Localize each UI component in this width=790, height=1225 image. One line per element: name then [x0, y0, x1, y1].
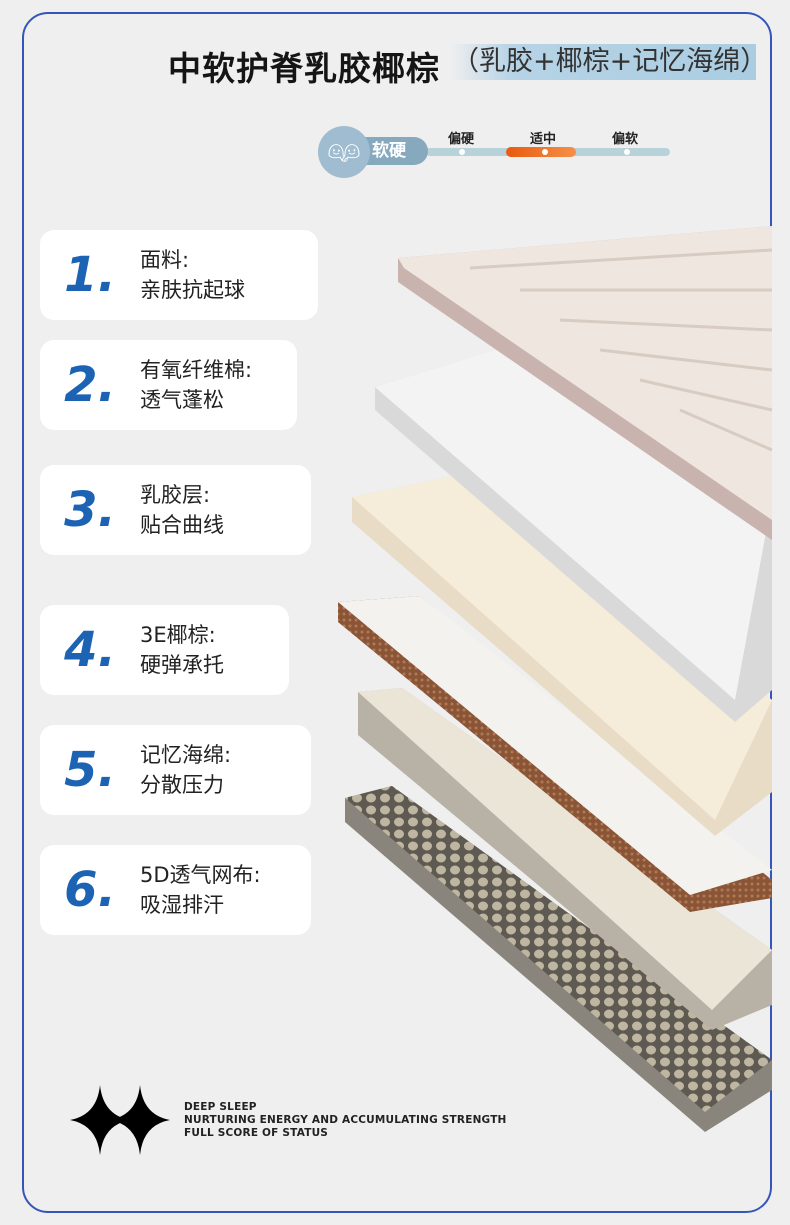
- firmness-dot-selected: [542, 149, 548, 155]
- layer-card-1: 1. 面料: 亲肤抗起球: [40, 230, 318, 320]
- couple-icon: 👫︎: [318, 126, 370, 178]
- firmness-dot: [459, 149, 465, 155]
- firmness-level-soft: 偏软: [612, 132, 639, 147]
- layer-number: 3.: [64, 482, 116, 538]
- sparkle-icon: [70, 1085, 170, 1155]
- page-title: 中软护脊乳胶椰棕: [168, 49, 440, 88]
- layer-name: 面料:: [140, 248, 190, 272]
- layer-number: 6.: [64, 862, 116, 918]
- layer-name: 有氧纤维棉:: [140, 358, 253, 382]
- firmness-scale: 软硬 👫︎ 偏硬 适中 偏软: [318, 126, 678, 186]
- page-subtitle: （乳胶+椰棕+记忆海绵）: [450, 44, 767, 80]
- layer-name: 3E椰棕:: [140, 623, 216, 647]
- footer-line: DEEP SLEEP: [184, 1101, 257, 1113]
- layer-feature: 贴合曲线: [140, 513, 224, 537]
- footer-line: NURTURING ENERGY AND ACCUMULATING STRENG…: [184, 1114, 507, 1126]
- layer-card-3: 3. 乳胶层: 贴合曲线: [40, 465, 311, 555]
- layer-number: 4.: [64, 622, 116, 678]
- layer-latex: [352, 470, 772, 836]
- firmness-level-medium: 适中: [530, 132, 557, 147]
- layer-number: 1.: [64, 247, 116, 303]
- layer-feature: 吸湿排汗: [140, 893, 224, 917]
- layer-card-5: 5. 记忆海绵: 分散压力: [40, 725, 311, 815]
- layer-fabric: [398, 226, 773, 540]
- firmness-dot: [624, 149, 630, 155]
- firmness-level-hard: 偏硬: [448, 132, 475, 147]
- layer-feature: 硬弹承托: [140, 653, 224, 677]
- firmness-selected-segment: [506, 147, 576, 157]
- layer-name: 乳胶层:: [140, 483, 211, 507]
- layer-feature: 亲肤抗起球: [140, 278, 245, 302]
- footer-slogan: DEEP SLEEP NURTURING ENERGY AND ACCUMULA…: [184, 1101, 507, 1140]
- layer-card-4: 4. 3E椰棕: 硬弹承托: [40, 605, 289, 695]
- layer-coconut: [338, 596, 772, 912]
- layer-number: 2.: [64, 357, 116, 413]
- layer-feature: 分散压力: [140, 773, 224, 797]
- layer-number: 5.: [64, 742, 116, 798]
- layer-name: 记忆海绵:: [140, 743, 232, 767]
- layer-feature: 透气蓬松: [140, 388, 224, 412]
- layer-mesh: [345, 786, 772, 1132]
- layer-card-2: 2. 有氧纤维棉: 透气蓬松: [40, 340, 297, 430]
- layer-card-6: 6. 5D透气网布: 吸湿排汗: [40, 845, 311, 935]
- layer-name: 5D透气网布:: [140, 863, 261, 887]
- footer-line: FULL SCORE OF STATUS: [184, 1127, 329, 1139]
- firmness-badge: 软硬: [364, 137, 428, 165]
- layer-memory-foam: [358, 688, 772, 1030]
